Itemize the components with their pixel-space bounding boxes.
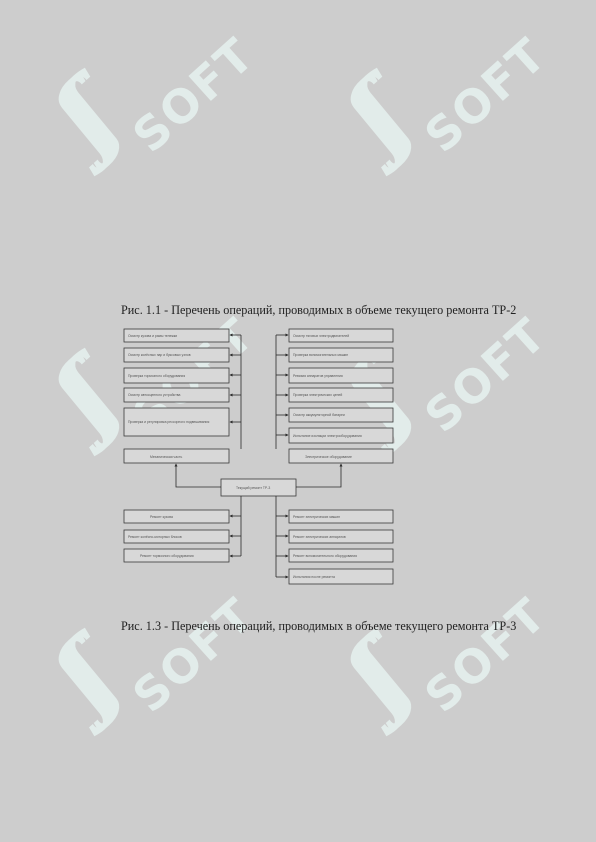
svg-text:Ремонт электрических машин: Ремонт электрических машин [293,515,340,519]
diagram-box-upper-right-1: Осмотр тяговых электродвигателей [288,328,394,343]
diagram-box-upper-left-hub: Механическая часть [123,448,230,464]
connector [296,463,343,488]
diagram-box-upper-right-5: Осмотр аккумуляторной батареи [288,407,394,423]
svg-text:Ремонт электрических аппаратов: Ремонт электрических аппаратов [293,535,346,539]
diagram-box-upper-left-2: Осмотр колёсных пар и буксовых узлов [123,347,230,363]
diagram-box-lower-right-2: Ремонт электрических аппаратов [288,529,394,544]
diagram-box-center: Текущий ремонт ТР-3 [220,478,297,497]
svg-text:Осмотр кузова и рамы тележки: Осмотр кузова и рамы тележки [128,334,177,338]
svg-text:Проверка электрических цепей: Проверка электрических цепей [293,393,342,397]
diagram-box-upper-left-3: Проверка тормозного оборудования [123,367,230,384]
connector [174,463,221,488]
svg-text:Текущий ремонт ТР-3: Текущий ремонт ТР-3 [236,486,270,490]
svg-text:Испытания после ремонта: Испытания после ремонта [293,575,335,579]
svg-text:Проверка тормозного оборудован: Проверка тормозного оборудования [128,374,185,378]
svg-text:Осмотр автосцепного устройства: Осмотр автосцепного устройства [128,393,181,397]
svg-text:Ремонт кузова: Ремонт кузова [150,515,173,519]
diagram-box-upper-right-3: Ревизия аппаратов управления [288,367,394,384]
diagram-box-upper-right-hub: Электрическое оборудование [288,448,394,464]
svg-text:Ревизия аппаратов управления: Ревизия аппаратов управления [293,374,343,378]
svg-text:Ремонт тормозного оборудования: Ремонт тормозного оборудования [140,554,194,558]
diagram-box-lower-left-1: Ремонт кузова [123,509,230,524]
diagram-box-upper-left-4: Осмотр автосцепного устройства [123,387,230,403]
diagram-box-upper-right-6: Испытание изоляции электрооборудования [288,427,394,444]
svg-text:Механическая часть: Механическая часть [150,455,182,459]
diagram-box-lower-left-2: Ремонт колёсно-моторных блоков [123,529,230,544]
svg-text:Проверка вспомогательных машин: Проверка вспомогательных машин [293,353,348,357]
diagram-box-lower-left-3: Ремонт тормозного оборудования [123,548,230,563]
svg-text:Осмотр колёсных пар и буксовых: Осмотр колёсных пар и буксовых узлов [128,353,191,357]
diagram-box-upper-right-4: Проверка электрических цепей [288,387,394,403]
svg-text:Ремонт вспомогательного оборуд: Ремонт вспомогательного оборудования [293,554,357,558]
diagram-box-upper-right-2: Проверка вспомогательных машин [288,347,394,363]
svg-text:Электрическое оборудование: Электрическое оборудование [305,455,352,459]
diagram-box-lower-right-1: Ремонт электрических машин [288,509,394,524]
diagram-box-lower-right-4: Испытания после ремонта [288,568,394,585]
diagram-box-upper-left-5: Проверка и регулировка рессорного подвеш… [123,407,230,437]
svg-text:Испытание изоляции электрообор: Испытание изоляции электрооборудования [293,434,362,438]
svg-text:Осмотр аккумуляторной батареи: Осмотр аккумуляторной батареи [293,413,345,417]
figure-caption: Рис. 1.1 - Перечень операций, проводимых… [121,303,517,317]
svg-text:Проверка и регулировка рессорн: Проверка и регулировка рессорного подвеш… [128,420,209,424]
figure-caption: Рис. 1.3 - Перечень операций, проводимых… [121,619,517,633]
svg-text:Осмотр тяговых электродвигател: Осмотр тяговых электродвигателей [293,334,349,338]
diagram-box-upper-left-1: Осмотр кузова и рамы тележки [123,328,230,343]
svg-text:Ремонт колёсно-моторных блоков: Ремонт колёсно-моторных блоков [128,535,182,539]
diagram-box-lower-right-3: Ремонт вспомогательного оборудования [288,548,394,563]
